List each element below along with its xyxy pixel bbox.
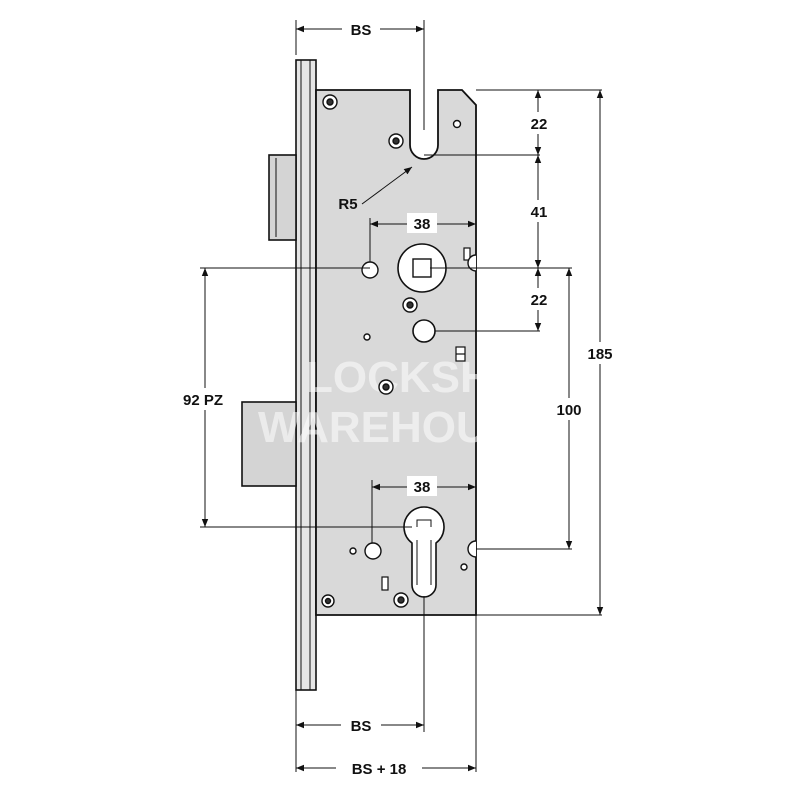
rivet-small (363, 333, 371, 341)
euro-cylinder-inner (416, 519, 432, 585)
screw-mid-left (361, 261, 379, 279)
latch-hole (412, 319, 436, 343)
right-notch-upper (467, 254, 477, 272)
dim-centre-distance-right: 100 (556, 402, 581, 419)
screw-lower-left (364, 542, 382, 560)
rivet-top-right (452, 119, 462, 129)
right-notch-lower (467, 540, 477, 558)
latch-bolt (268, 154, 297, 241)
dim-backset-plus: BS + 18 (352, 761, 407, 778)
dim-backset-top: BS (351, 22, 372, 39)
slots (381, 247, 471, 591)
rivet-lower (349, 547, 357, 555)
dim-cylinder-centres: 38 (414, 479, 431, 496)
watermark-line2: WAREHOUSE (258, 403, 546, 452)
dim-centre-distance-left: 92 PZ (183, 392, 223, 409)
case-screws (321, 94, 468, 608)
dim-below-follower: 22 (531, 292, 548, 309)
dim-top-offset: 22 (531, 116, 548, 133)
label-backgrounds (168, 19, 618, 779)
euro-cylinder-hole (403, 506, 445, 598)
dim-radius: R5 (338, 196, 357, 213)
dim-overall-height: 185 (587, 346, 612, 363)
dim-backset-bottom: BS (351, 718, 372, 735)
follower-hub (397, 243, 447, 293)
dead-bolt (241, 401, 297, 487)
rivet-bottom-right (460, 563, 468, 571)
dim-follower-offset: 41 (531, 204, 548, 221)
watermark-line1: LOCKSHOP (306, 353, 555, 402)
dim-spindle-centres-top: 38 (414, 216, 431, 233)
